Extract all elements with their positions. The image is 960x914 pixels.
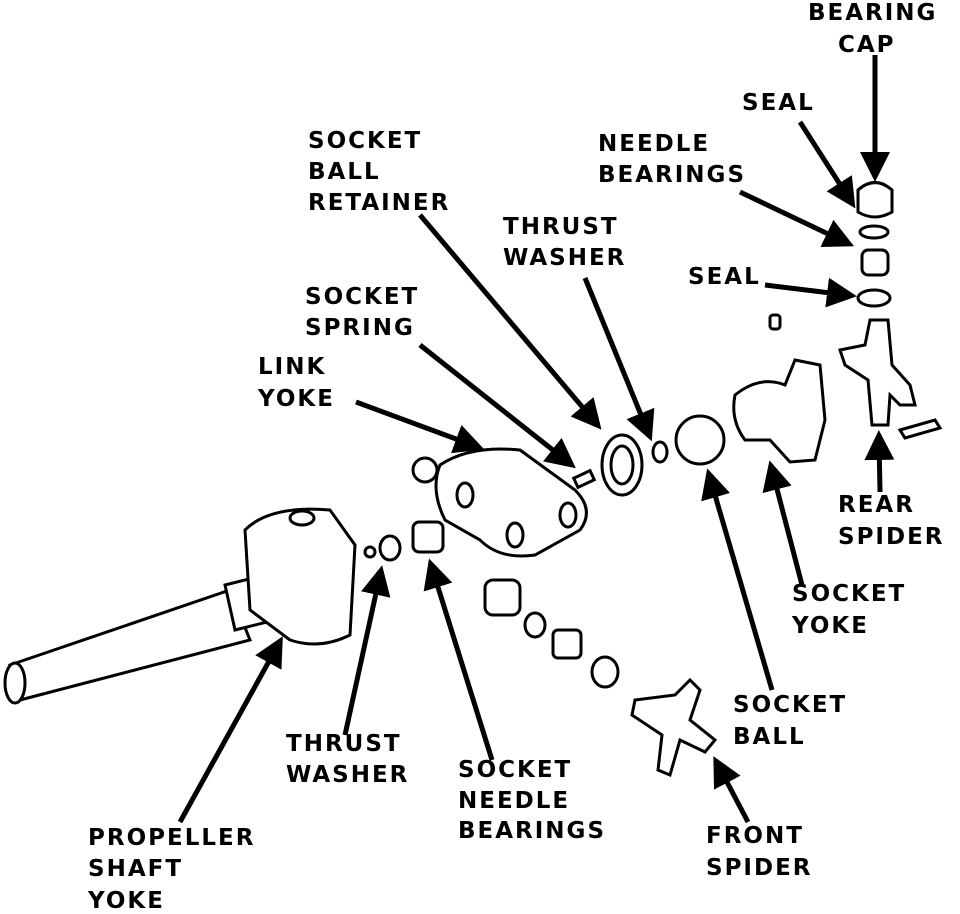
thrust-washer-top-part	[651, 440, 669, 464]
label-seal-lower: SEAL	[688, 264, 761, 290]
link-yoke-part	[434, 447, 588, 558]
propeller-shaft-yoke-part	[3, 507, 357, 705]
label-socket-ball-retainer: SOCKET BALL RETAINER	[308, 128, 450, 216]
label-rear-spider: REAR SPIDER	[838, 492, 945, 550]
label-socket-ball: SOCKET BALL	[733, 692, 857, 750]
arrow-socket-yoke	[762, 460, 805, 586]
label-needle-bearings: NEEDLE BEARINGS	[598, 131, 746, 188]
arrow-rear-spider	[864, 430, 895, 493]
socket-yoke-part	[732, 313, 827, 464]
label-front-spider: FRONT SPIDER	[706, 823, 814, 881]
arrow-seal-lower	[764, 277, 857, 308]
link-yoke-lower-bearings-part	[483, 578, 620, 689]
arrow-socket-spring	[418, 343, 576, 469]
label-thrust-washer-bottom: THRUST WASHER	[286, 731, 412, 788]
arrow-thrust-washer-top	[582, 277, 655, 442]
arrow-socket-needle-bearings	[423, 558, 495, 761]
arrow-propeller-shaft-yoke	[177, 636, 283, 824]
label-socket-spring: SOCKET SPRING	[305, 284, 429, 341]
arrow-seal-top	[797, 120, 856, 209]
front-spider-part	[630, 677, 718, 778]
socket-ball-retainer-part	[600, 433, 644, 497]
label-seal-top: SEAL	[742, 90, 815, 116]
socket-ball-part	[674, 414, 726, 466]
thrust-washer-part	[363, 534, 402, 562]
arrow-front-spider	[713, 756, 751, 824]
arrow-socket-ball	[701, 468, 775, 691]
rear-spider-part	[838, 318, 943, 440]
label-propeller-shaft-yoke: PROPELLER SHAFT YOKE	[87, 825, 265, 914]
label-socket-needle-bearings: SOCKET NEEDLE BEARINGS	[458, 757, 606, 844]
socket-spring-part	[571, 468, 597, 490]
arrow-thrust-washer-bottom	[342, 565, 391, 736]
leader-arrows	[177, 55, 895, 824]
arrow-link-yoke	[355, 399, 485, 454]
label-bearing-cap: BEARING CAP	[808, 0, 947, 58]
label-socket-yoke: SOCKET YOKE	[791, 581, 916, 639]
label-link-yoke: LINK YOKE	[257, 354, 336, 412]
label-thrust-washer-top: THRUST WASHER	[503, 214, 629, 271]
rear-bearing-stack-part	[856, 181, 894, 308]
arrow-socket-ball-retainer	[418, 213, 602, 430]
arrow-needle-bearings	[738, 189, 855, 247]
